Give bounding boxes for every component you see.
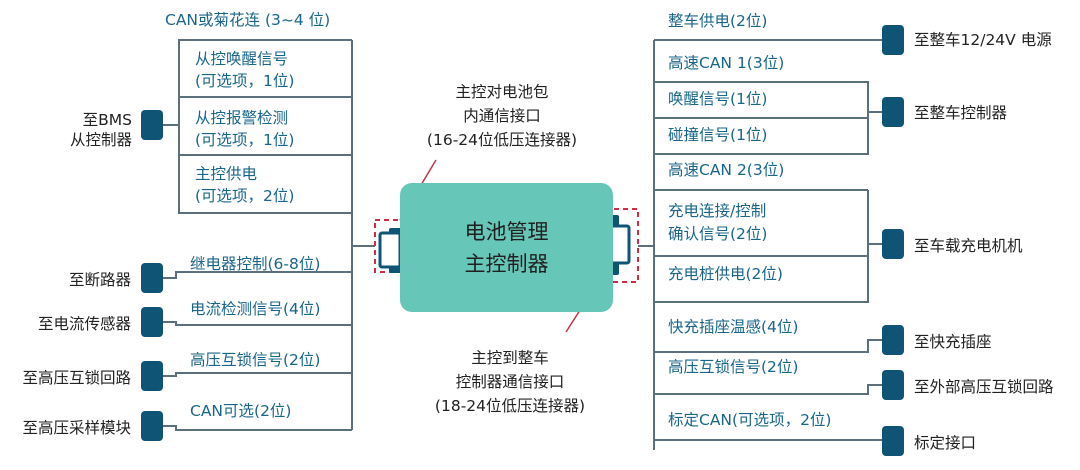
left-item-1-line1: 从控唤醒信号 (195, 50, 289, 68)
right-signal-pile-supply: 充电桩供电(2位) (668, 265, 783, 283)
right-signal-calib-can: 标定CAN(可选项，2位) (668, 411, 832, 429)
bottom-callout-line2: 控制器通信接口 (455, 373, 565, 391)
right-line-socket (654, 339, 882, 353)
left-group-bracket (178, 39, 352, 214)
left-target-breaker: 至断路器 (68, 271, 131, 289)
left-line-hvil (163, 372, 352, 377)
left-item-2-line2: (可选项，1位) (195, 131, 295, 149)
left-group-target-line1: 至BMS (82, 111, 132, 129)
right-target-vcu: 至整车控制器 (914, 104, 1008, 122)
bottom-callout-line3: (18-24位低压连接器) (434, 397, 586, 415)
plug-icon-bms (141, 110, 163, 140)
right-signal-can2: 高速CAN 2(3位) (668, 161, 785, 179)
right-bracket-charger (654, 190, 869, 303)
left-item-2-line1: 从控报警检测 (195, 109, 289, 127)
plug-icon-vehicle-power (882, 25, 904, 55)
plug-icon-calib (882, 426, 904, 456)
right-signal-charge-conn-line1: 充电连接/控制 (668, 202, 767, 220)
bms-master-box (400, 183, 613, 312)
right-signal-can1: 高速CAN 1(3位) (668, 54, 785, 72)
top-callout-line3: (16-24位低压连接器) (426, 131, 578, 149)
plug-icon-fast-socket (882, 325, 904, 355)
left-item-3-line1: 主控供电 (195, 165, 258, 183)
plug-icon-breaker (141, 263, 163, 293)
plug-icon-obc (882, 229, 904, 259)
right-signal-socket-temp: 快充插座温感(4位) (668, 318, 799, 336)
right-target-ext-hvil: 至外部高压互锁回路 (914, 378, 1054, 396)
right-target-fast-socket: 至快充插座 (914, 333, 992, 351)
top-callout-line2: 内通信接口 (463, 107, 541, 125)
right-target-calib: 标定接口 (914, 434, 977, 452)
left-signal-current: 电流检测信号(4位) (190, 300, 321, 318)
left-signal-can: CAN可选(2位) (190, 402, 292, 420)
left-group-target-line2: 从控制器 (69, 131, 132, 149)
right-line-hvil (654, 384, 882, 395)
plug-icon-vcu (882, 97, 904, 127)
right-target-obc: 至车载充电机机 (914, 237, 1023, 255)
hub-title-line2: 主控制器 (464, 252, 549, 276)
plug-icon-ext-hvil (882, 370, 904, 400)
left-connector (374, 219, 418, 273)
top-callout-line1: 主控对电池包 (455, 83, 549, 101)
left-item-1-line2: (可选项，1位) (195, 72, 295, 90)
right-signal-hvil: 高压互锁信号(2位) (668, 358, 799, 376)
right-signal-wakeup: 唤醒信号(1位) (668, 90, 768, 108)
left-signal-hvil: 高压互锁信号(2位) (190, 351, 321, 369)
hub-title-line1: 电池管理 (464, 220, 549, 244)
left-target-current-sensor: 至电流传感器 (37, 315, 131, 333)
left-group-title: CAN或菊花连 (3~4 位) (165, 11, 331, 29)
right-signal-crash: 碰撞信号(1位) (668, 126, 768, 144)
right-target-vehicle-power: 至整车12/24V 电源 (914, 31, 1052, 49)
left-line-relay (163, 271, 352, 279)
plug-icon-hvil (141, 361, 163, 391)
left-target-hv-sampling: 至高压采样模块 (22, 419, 131, 437)
left-signal-relay: 继电器控制(6-8位) (190, 255, 321, 273)
left-item-3-line2: (可选项，2位) (195, 187, 295, 205)
plug-icon-current-sensor (141, 307, 163, 337)
right-signal-charge-conn-line2: 确认信号(2位) (668, 225, 768, 243)
left-line-current (163, 321, 352, 326)
plug-icon-hv-sampling (141, 411, 163, 441)
bottom-callout-line1: 主控到整车 (471, 349, 549, 367)
left-target-hvil: 至高压互锁回路 (22, 369, 131, 387)
left-line-can (163, 425, 352, 431)
right-signal-supply: 整车供电(2位) (668, 12, 768, 30)
